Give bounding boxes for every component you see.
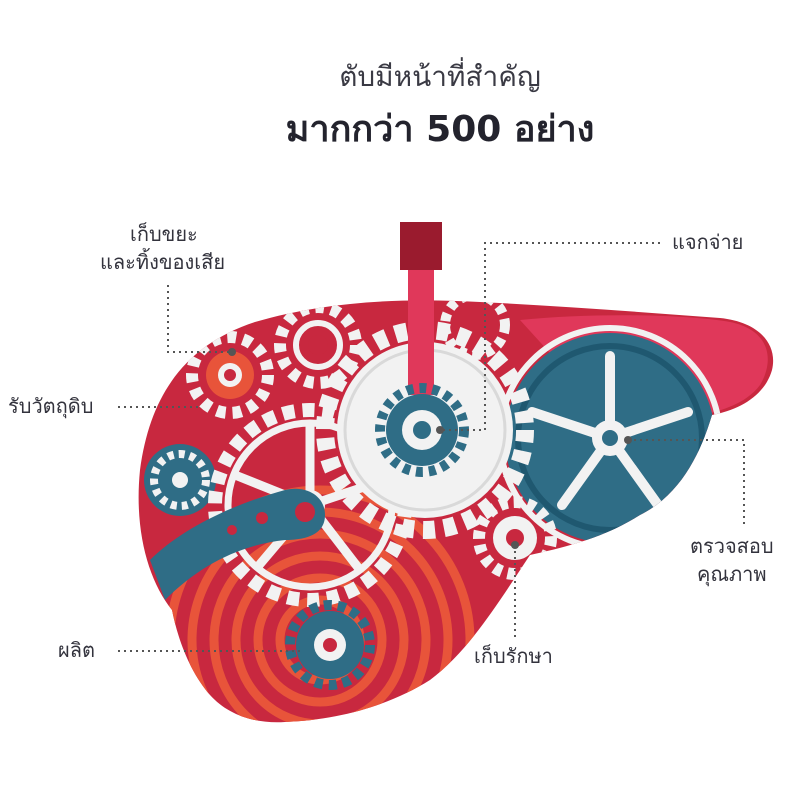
- title-line-2: มากกว่า 500 อย่าง: [285, 109, 595, 150]
- leader-distribute: [440, 242, 660, 431]
- center-gear: [375, 383, 469, 477]
- label-waste: เก็บขยะ: [130, 220, 198, 248]
- label-quality: ตรวจสอบ คุณภาพ: [690, 532, 774, 588]
- hepatic-tube: [408, 270, 434, 395]
- leader-waste: [167, 285, 232, 353]
- title-line-1: ตับมีหน้าที่สำคัญ: [339, 60, 541, 93]
- label-waste-2: และทิ้งของเสีย: [100, 248, 225, 276]
- leader-quality: [628, 439, 745, 528]
- label-storage: เก็บรักษา: [474, 644, 553, 668]
- label-distribute: แจกจ่าย: [672, 230, 744, 254]
- label-produce: ผลิต: [58, 638, 95, 662]
- hepatic-tube-cap: [400, 222, 442, 270]
- label-intake: รับวัตถุดิบ: [8, 394, 94, 418]
- label-waste-line2: และทิ้งของเสีย: [100, 250, 226, 274]
- lever-arm: [150, 488, 325, 600]
- label-waste-line1: เก็บขยะ: [130, 222, 198, 246]
- label-quality-line1: ตรวจสอบ: [690, 534, 774, 558]
- label-quality-line2: คุณภาพ: [697, 562, 767, 586]
